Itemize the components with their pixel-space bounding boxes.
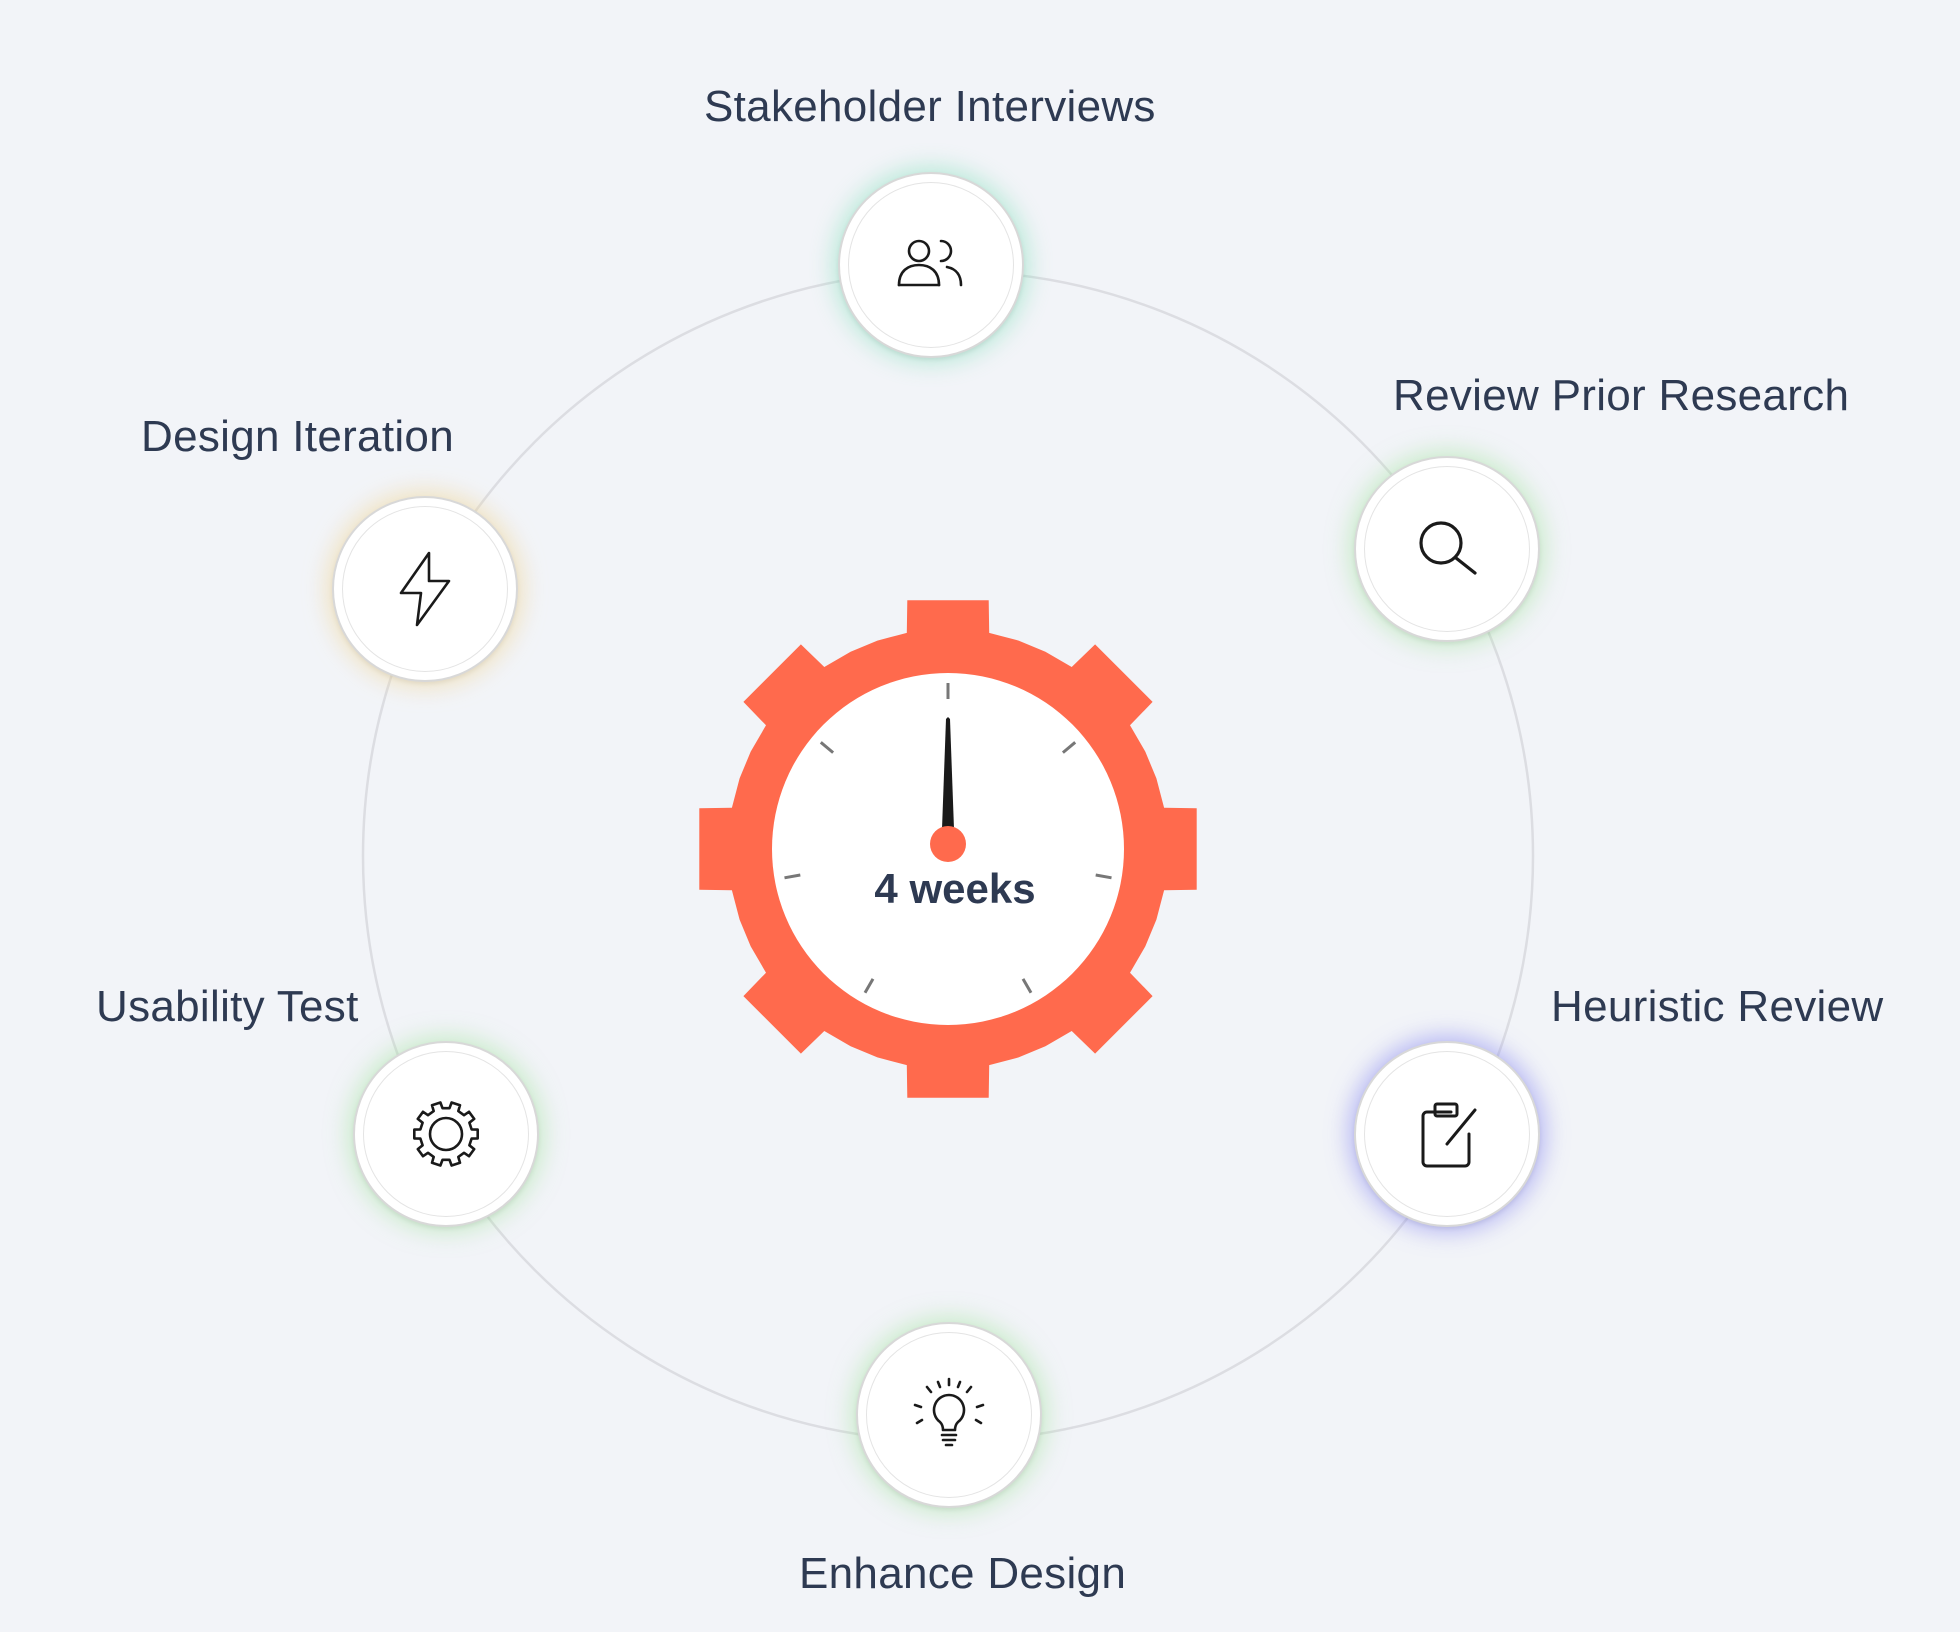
dial-tick bbox=[1095, 873, 1112, 880]
search-icon bbox=[1419, 521, 1477, 575]
step-node-enhance-design[interactable] bbox=[856, 1322, 1042, 1508]
gear-icon bbox=[413, 1101, 479, 1167]
dial-tick bbox=[1021, 978, 1033, 994]
step-node-usability-test[interactable] bbox=[353, 1041, 539, 1227]
dial-tick bbox=[784, 873, 801, 880]
dial-tick bbox=[819, 741, 835, 754]
step-label-usability-test: Usability Test bbox=[96, 982, 359, 1031]
users-icon bbox=[897, 239, 963, 287]
lightbulb-icon bbox=[913, 1377, 985, 1447]
clipboard-edit-icon bbox=[1421, 1102, 1477, 1168]
step-node-stakeholder-interviews[interactable] bbox=[838, 172, 1024, 358]
step-node-design-iteration[interactable] bbox=[332, 496, 518, 682]
step-label-review-prior-research: Review Prior Research bbox=[1393, 371, 1850, 420]
step-node-heuristic-review[interactable] bbox=[1354, 1041, 1540, 1227]
step-label-design-iteration: Design Iteration bbox=[141, 412, 454, 461]
dial-tick bbox=[1061, 741, 1077, 754]
step-node-review-prior-research[interactable] bbox=[1354, 456, 1540, 642]
step-label-enhance-design: Enhance Design bbox=[799, 1549, 1127, 1598]
step-label-stakeholder-interviews: Stakeholder Interviews bbox=[704, 82, 1156, 131]
step-label-heuristic-review: Heuristic Review bbox=[1551, 982, 1884, 1031]
dial-hand bbox=[942, 717, 954, 829]
dial-pivot bbox=[930, 826, 966, 862]
duration-label: 4 weeks bbox=[874, 865, 1036, 912]
dial-ticks bbox=[784, 683, 1112, 994]
stopwatch-dial bbox=[772, 673, 1124, 1025]
lightning-icon bbox=[399, 551, 451, 627]
dial-tick bbox=[863, 978, 875, 994]
